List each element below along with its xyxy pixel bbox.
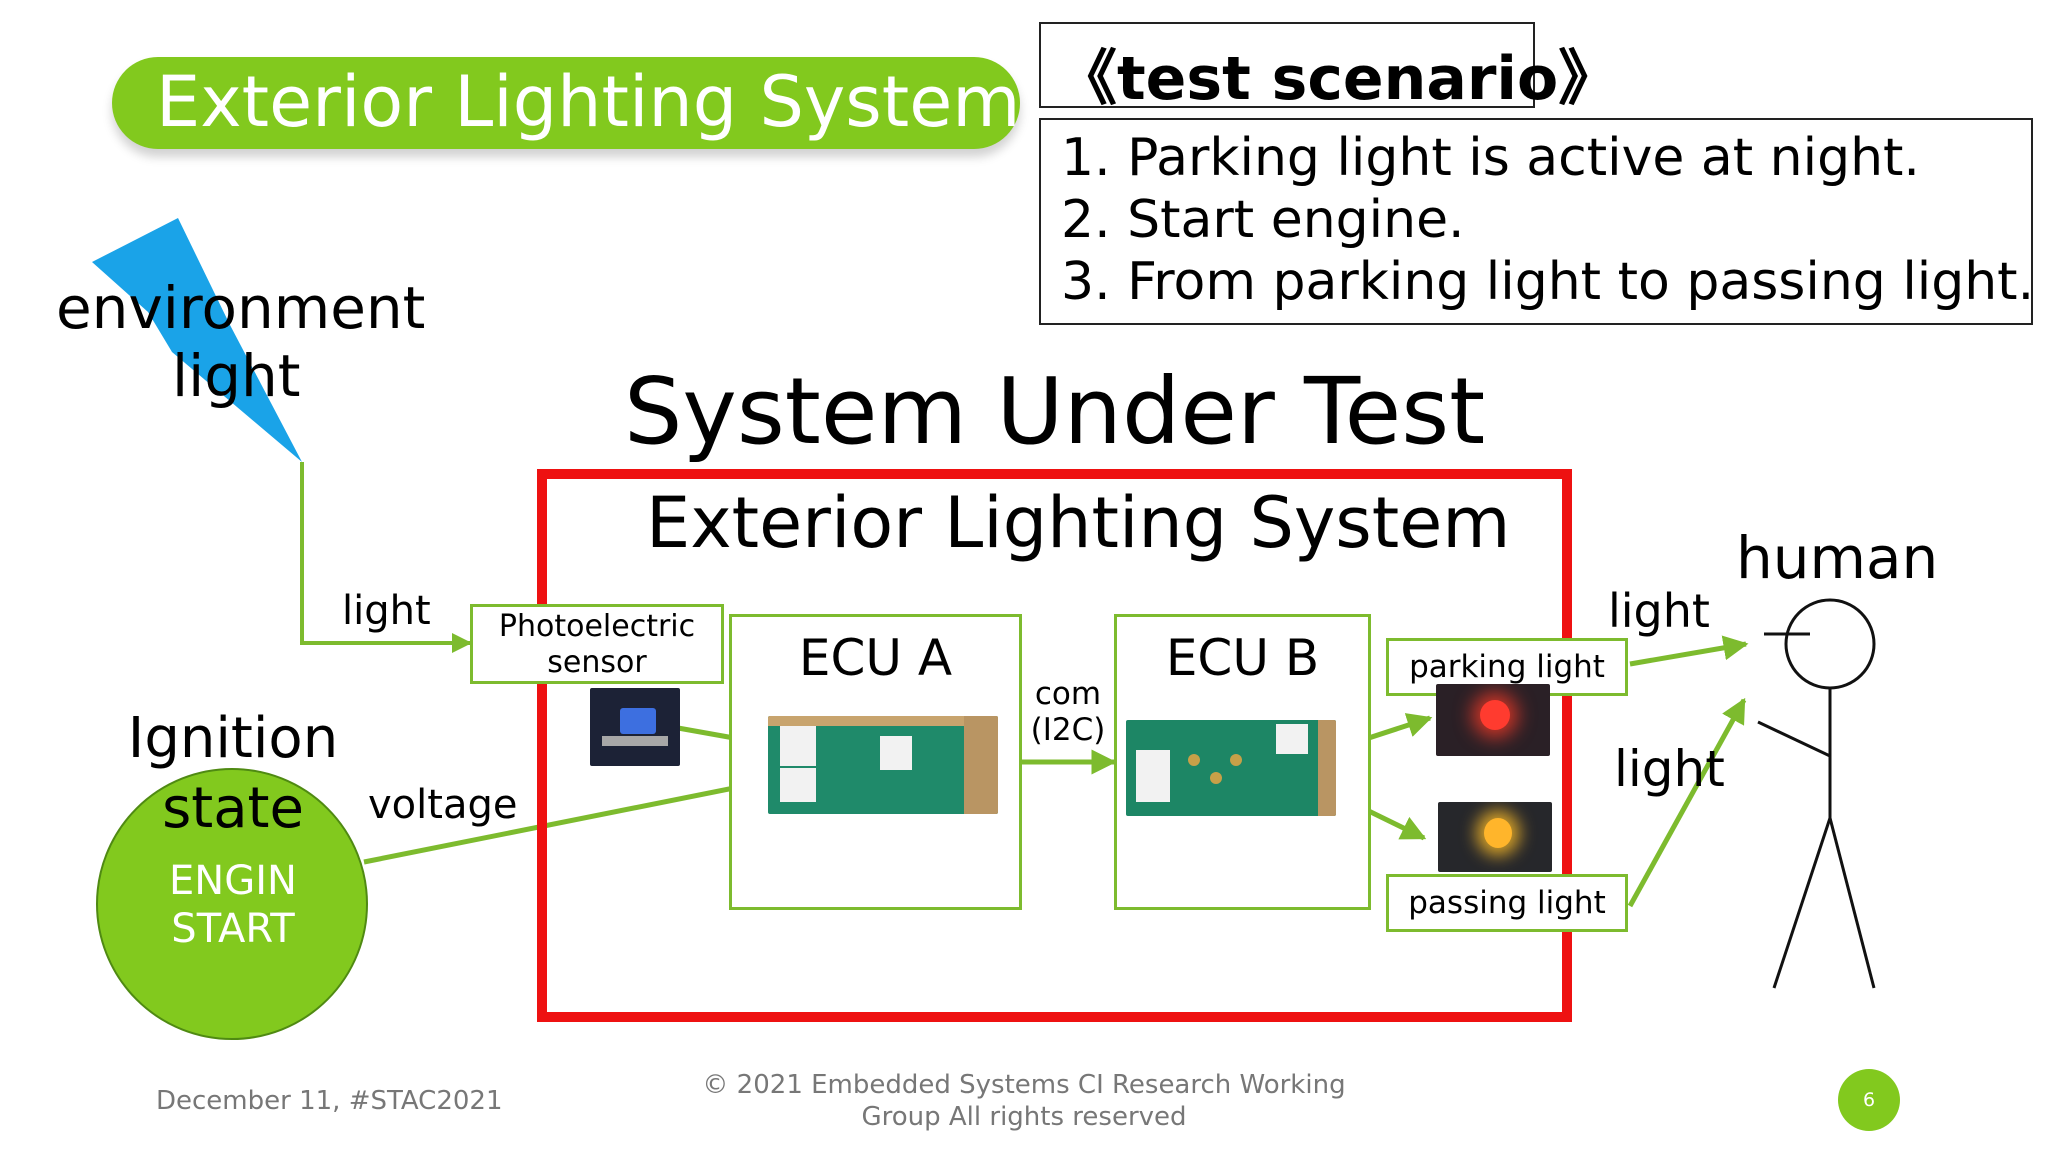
ecu-a-board-photo	[768, 716, 998, 814]
ecu-b-label: ECU B	[1165, 629, 1320, 687]
sensor-label: sensor	[547, 645, 647, 680]
parking-light-label: parking light	[1409, 649, 1605, 685]
footer-copyright: © 2021 Embedded Systems CI Research Work…	[702, 1070, 1346, 1100]
ignition-value: ENGIN	[169, 858, 297, 904]
environment-label: light	[172, 342, 301, 410]
light-output-label: light	[1608, 584, 1710, 638]
ignition-value: START	[171, 906, 295, 952]
environment-label: environment	[56, 274, 426, 342]
voltage-label: voltage	[368, 782, 518, 828]
title-banner: Exterior Lighting System	[112, 57, 1020, 149]
sensor-label: Photoelectric	[498, 609, 696, 644]
footer-copyright: Group All rights reserved	[861, 1102, 1187, 1132]
passing-light-photo	[1438, 802, 1552, 872]
passing-light-label: passing light	[1408, 885, 1606, 921]
ignition-label: Ignition	[127, 706, 339, 771]
scenario-step: 1. Parking light is active at night.	[1061, 128, 1920, 188]
light-output-label: light	[1614, 740, 1725, 798]
system-under-test-box	[537, 469, 1572, 1022]
page-number: 6	[1862, 1089, 1876, 1111]
parking-to-human-arrow	[1629, 635, 1749, 667]
env-light-connector	[300, 462, 472, 653]
scenario-steps-box: 1. Parking light is active at night. 2. …	[1039, 118, 2035, 325]
footer-date: December 11, #STAC2021	[156, 1086, 503, 1116]
page-number-badge: 6	[1838, 1069, 1900, 1131]
human-label: human	[1736, 524, 1939, 592]
com-label: (I2C)	[1030, 712, 1106, 748]
light-input-label: light	[342, 588, 431, 634]
parking-light-photo	[1436, 684, 1550, 756]
passing-light-box: passing light	[1386, 874, 1628, 932]
scenario-step: 3. From parking light to passing light.	[1061, 252, 2035, 312]
ignition-state-circle	[96, 768, 368, 1040]
voltage-arrow	[363, 774, 767, 865]
scenario-heading: 《test scenario》	[1057, 44, 1619, 114]
ecu-b-board-photo	[1126, 720, 1336, 816]
photoelectric-sensor-box: Photoelectric sensor	[470, 604, 724, 684]
com-label: com	[1034, 676, 1102, 712]
sut-heading: System Under Test	[624, 358, 1486, 465]
title-text: Exterior Lighting System	[156, 61, 1021, 143]
lightning-bolt-icon	[92, 218, 302, 462]
sensor-photo	[590, 688, 680, 766]
scenario-heading-box: 《test scenario》	[1039, 22, 1618, 114]
passing-to-human-arrow	[1627, 697, 1747, 908]
scenario-step: 2. Start engine.	[1061, 190, 1465, 250]
sut-inner-title: Exterior Lighting System	[646, 482, 1511, 564]
ecu-a-label: ECU A	[798, 629, 953, 687]
ignition-label: state	[162, 776, 304, 841]
